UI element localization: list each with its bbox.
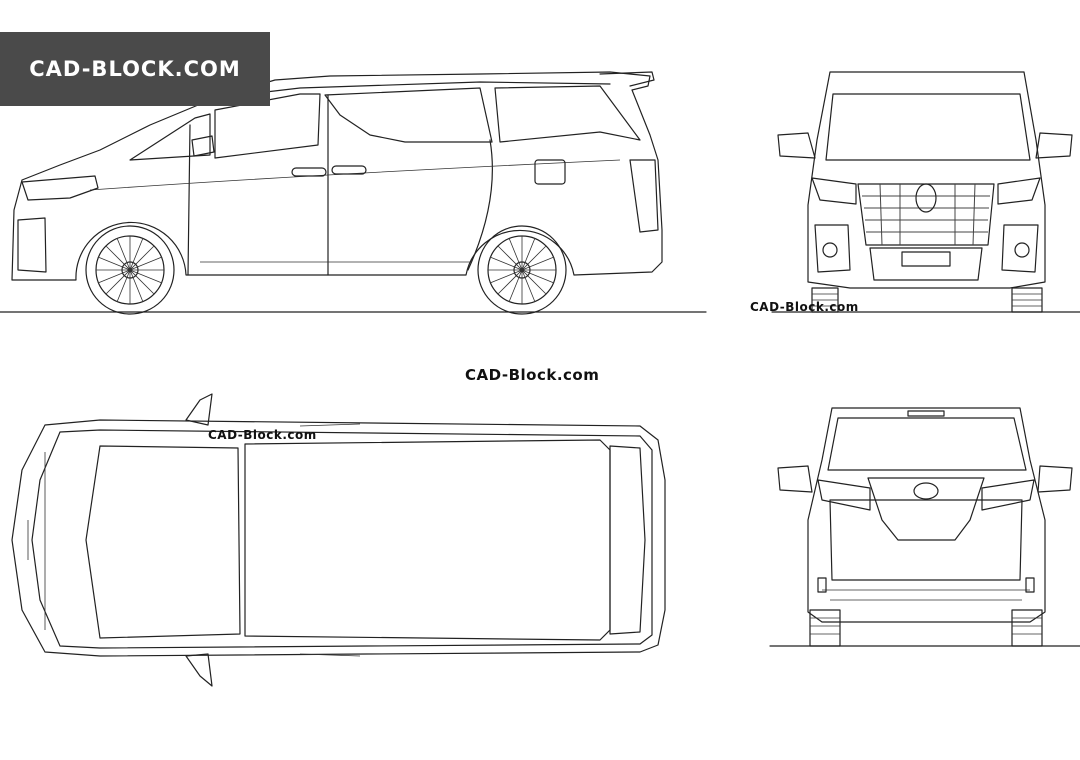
side-front-door-window	[214, 93, 321, 159]
front-left-fog-bezel	[814, 224, 851, 273]
side-fuel-door	[534, 159, 566, 185]
side-front-door-edge	[187, 124, 191, 276]
front-right-fog-bezel	[1001, 224, 1039, 273]
rear-right-tail-light	[981, 479, 1035, 511]
rear-right-tyre	[1011, 609, 1043, 647]
front-left-headlight	[811, 177, 857, 205]
site-logo-text: CAD-BLOCK.COM	[29, 57, 241, 81]
rear-right-mirror	[1037, 465, 1073, 493]
front-lower-grille	[869, 247, 983, 281]
side-mirror	[191, 135, 215, 157]
rear-left-mirror	[777, 465, 813, 493]
rear-emblem-icon	[913, 482, 939, 500]
top-hood-lines	[27, 452, 46, 630]
front-left-fog-light	[822, 242, 838, 258]
front-view	[771, 71, 1080, 313]
front-right-mirror	[1035, 132, 1073, 159]
side-view	[0, 71, 707, 315]
side-roof-line	[214, 81, 611, 99]
watermark-front-view: CAD-Block.com	[750, 300, 859, 314]
top-windshield	[85, 445, 241, 639]
top-rear-window	[609, 445, 646, 635]
side-tail-light	[629, 159, 659, 233]
rear-left-tyre	[809, 609, 841, 647]
rear-left-tail-light	[817, 479, 871, 511]
rear-license-garnish	[867, 477, 985, 541]
top-inner-outline	[31, 429, 653, 649]
side-front-quarter-window	[129, 113, 211, 161]
top-roof-rail-marks	[299, 423, 361, 657]
side-front-bumper-vent	[17, 217, 47, 273]
rear-left-reflector	[817, 577, 827, 593]
rear-bumper-lines	[822, 589, 1030, 601]
top-view	[11, 393, 666, 687]
side-front-door-handle	[291, 167, 327, 177]
rear-brake-light	[907, 410, 945, 417]
top-roof-panel	[244, 439, 611, 641]
side-rear-spoiler	[599, 71, 655, 87]
front-left-tyre	[811, 287, 839, 313]
front-left-mirror	[777, 132, 816, 159]
rear-tailgate	[829, 499, 1023, 581]
front-right-tyre	[1011, 287, 1043, 313]
front-right-fog-light	[1014, 242, 1030, 258]
front-grille	[857, 183, 995, 281]
side-body-outline	[11, 71, 663, 281]
side-rear-door-handle	[331, 165, 367, 175]
side-sliding-door-edge	[467, 139, 493, 271]
rear-body-outline	[807, 407, 1046, 623]
side-rear-wheel	[477, 225, 567, 315]
top-right-mirror	[185, 653, 213, 687]
side-rear-door-window	[324, 87, 493, 143]
rear-window	[827, 417, 1027, 471]
watermark-center: CAD-Block.com	[465, 366, 600, 384]
side-headlight	[21, 175, 99, 201]
front-emblem-icon	[915, 183, 937, 213]
rear-view	[769, 407, 1080, 647]
rear-right-reflector	[1025, 577, 1035, 593]
side-front-wheel	[85, 225, 175, 315]
top-body-outline	[11, 419, 666, 657]
front-body-outline	[807, 71, 1046, 289]
front-right-headlight	[997, 177, 1041, 205]
side-rear-quarter-window	[494, 85, 641, 143]
watermark-top-view: CAD-Block.com	[208, 428, 317, 442]
front-windshield	[825, 93, 1031, 161]
top-left-mirror	[185, 393, 213, 426]
site-logo-banner: CAD-BLOCK.COM	[0, 32, 270, 106]
side-character-line	[89, 159, 621, 191]
front-license-plate	[901, 251, 951, 267]
